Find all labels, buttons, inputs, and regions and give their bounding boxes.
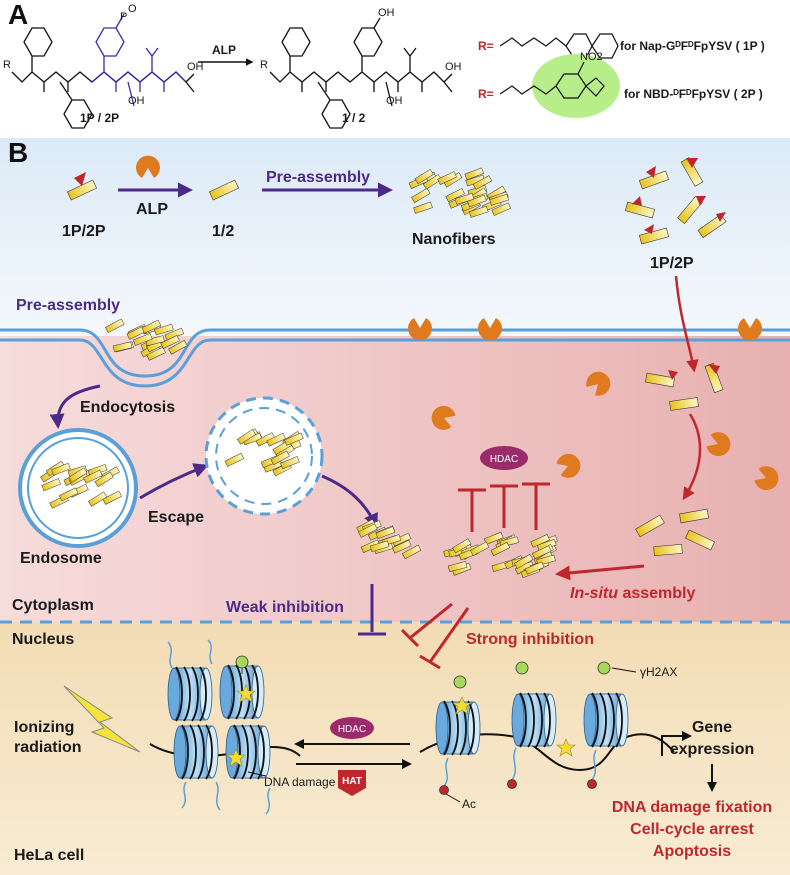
precursor-label-right: 1P/2P xyxy=(650,255,694,272)
outcome-apoptosis: Apoptosis xyxy=(653,843,731,860)
gamma-h2ax-dot-3 xyxy=(597,661,611,675)
strong-inhibition-bar-2 xyxy=(419,654,441,670)
precursor-label: 1P / 2P xyxy=(80,111,119,125)
hdac-inhibition-bars xyxy=(458,482,550,532)
r-group-product: R xyxy=(260,59,268,71)
panel-b-letter: B xyxy=(8,137,28,168)
cytoplasm-region-label: Cytoplasm xyxy=(12,597,94,614)
hdac-enzyme-cytoplasm xyxy=(480,446,528,470)
product-label: 1 / 2 xyxy=(342,111,366,125)
endosome-label: Endosome xyxy=(20,550,102,567)
gamma-h2ax-dot-2 xyxy=(515,661,529,675)
hat-label: HAT xyxy=(342,776,362,787)
gamma-h2ax-dot-left xyxy=(235,655,249,669)
transcription-start-arrow xyxy=(661,731,692,756)
insitu-assembly-label: In-situ assembly xyxy=(570,585,695,602)
histone-tails-right xyxy=(443,747,597,787)
insitu-assembly-arrow xyxy=(555,564,645,581)
histone-tails-left xyxy=(167,639,271,815)
radiation-label: radiation xyxy=(14,739,82,756)
strong-inhibition-line-1 xyxy=(409,602,453,640)
acetyl-mark-1 xyxy=(439,785,449,795)
strong-inhibition-line-2 xyxy=(428,607,470,663)
monomer-label: 1/2 xyxy=(212,223,234,240)
dna-damage-label: DNA damage xyxy=(264,775,336,789)
outcome-dna-damage-fixation: DNA damage fixation xyxy=(612,799,772,816)
cell-membrane-inner xyxy=(0,338,790,388)
chem-oh-precursor: OH xyxy=(128,95,145,107)
acetyl-mark-3 xyxy=(587,779,597,789)
precursor-label-top: 1P/2P xyxy=(62,223,106,240)
chem-no2: NO2 xyxy=(580,51,603,63)
hdac-label-nucleus: HDAC xyxy=(338,724,366,735)
hdac-label-cytoplasm: HDAC xyxy=(490,454,518,465)
ruptured-endosome-inner xyxy=(215,407,313,505)
expression-label: expression xyxy=(670,741,754,758)
gamma-h2ax-label: γH2AX xyxy=(640,665,677,679)
ionizing-label: Ionizing xyxy=(14,719,74,736)
panel-a: A R P O OH OH 1P / 2P ALP xyxy=(3,0,765,129)
endocytosis-label: Endocytosis xyxy=(80,399,175,416)
gamma-h2ax-dot-1 xyxy=(453,675,467,689)
nucleosome-condensed-4 xyxy=(225,724,271,780)
nucleosome-condensed-1 xyxy=(167,666,213,722)
escape-arrow xyxy=(139,463,209,500)
chem-oh-serine: OH xyxy=(386,95,403,107)
nbd-highlight-circle xyxy=(532,54,620,118)
acetyl-label: Ac xyxy=(462,797,476,811)
chem-phosphate-o: O xyxy=(128,3,137,15)
compound-1p-label: for Nap-GᴰFᴰFpYSV ( 1P ) xyxy=(620,39,765,53)
chem-oh-tyrosine: OH xyxy=(378,7,395,19)
processing-arrow-red xyxy=(682,413,702,501)
precursor-structure: R xyxy=(3,13,195,129)
precursor-rod-top xyxy=(67,172,97,201)
strong-inhibition-label: Strong inhibition xyxy=(466,631,594,648)
r-definition-1: R= xyxy=(478,39,494,53)
nucleosome-relaxed-3 xyxy=(583,692,629,748)
hela-cell-label: HeLa cell xyxy=(14,847,84,864)
preassembly-label-membrane: Pre-assembly xyxy=(16,297,120,314)
alp-label-top: ALP xyxy=(136,201,168,218)
preassembly-label-top: Pre-assembly xyxy=(266,169,370,186)
compound-2p-label: for NBD-ᴰFᴰFpYSV ( 2P ) xyxy=(624,87,763,101)
panel-a-letter: A xyxy=(8,0,28,30)
nbd-group xyxy=(499,61,605,99)
nucleus-region-label: Nucleus xyxy=(12,631,74,648)
hdac-enzyme-nucleus xyxy=(330,717,374,739)
product-structure: R xyxy=(260,17,453,129)
r-group-precursor: R xyxy=(3,59,11,71)
entry-arrow-red xyxy=(674,275,699,373)
r-definition-2: R= xyxy=(478,87,494,101)
weak-inhibition-label: Weak inhibition xyxy=(226,599,344,616)
precursor-rods-cytoplasm xyxy=(635,363,724,557)
outcome-cell-cycle-arrest: Cell-cycle arrest xyxy=(630,821,754,838)
ruptured-endosome xyxy=(204,396,324,516)
endocytosis-arrow xyxy=(49,384,101,429)
cell-membrane-outer xyxy=(0,328,790,378)
hat-enzyme-icon xyxy=(338,770,366,796)
strong-inhibition-bar-1 xyxy=(400,628,420,648)
nucleosome-relaxed-2 xyxy=(511,692,557,748)
alp-reaction-label: ALP xyxy=(212,43,236,57)
escape-label: Escape xyxy=(148,509,204,526)
nucleosome-condensed-3 xyxy=(173,724,219,780)
nanofibers-label: Nanofibers xyxy=(412,231,496,248)
acetyl-mark-2 xyxy=(507,779,517,789)
chem-phosphate-p: P xyxy=(120,11,127,23)
chem-oh-terminal: OH xyxy=(187,61,204,73)
chem-oh-product: OH xyxy=(445,61,462,73)
gene-label: Gene xyxy=(692,719,732,736)
lightning-bolt-icon xyxy=(63,685,141,753)
precursor-cluster-right xyxy=(625,157,727,245)
